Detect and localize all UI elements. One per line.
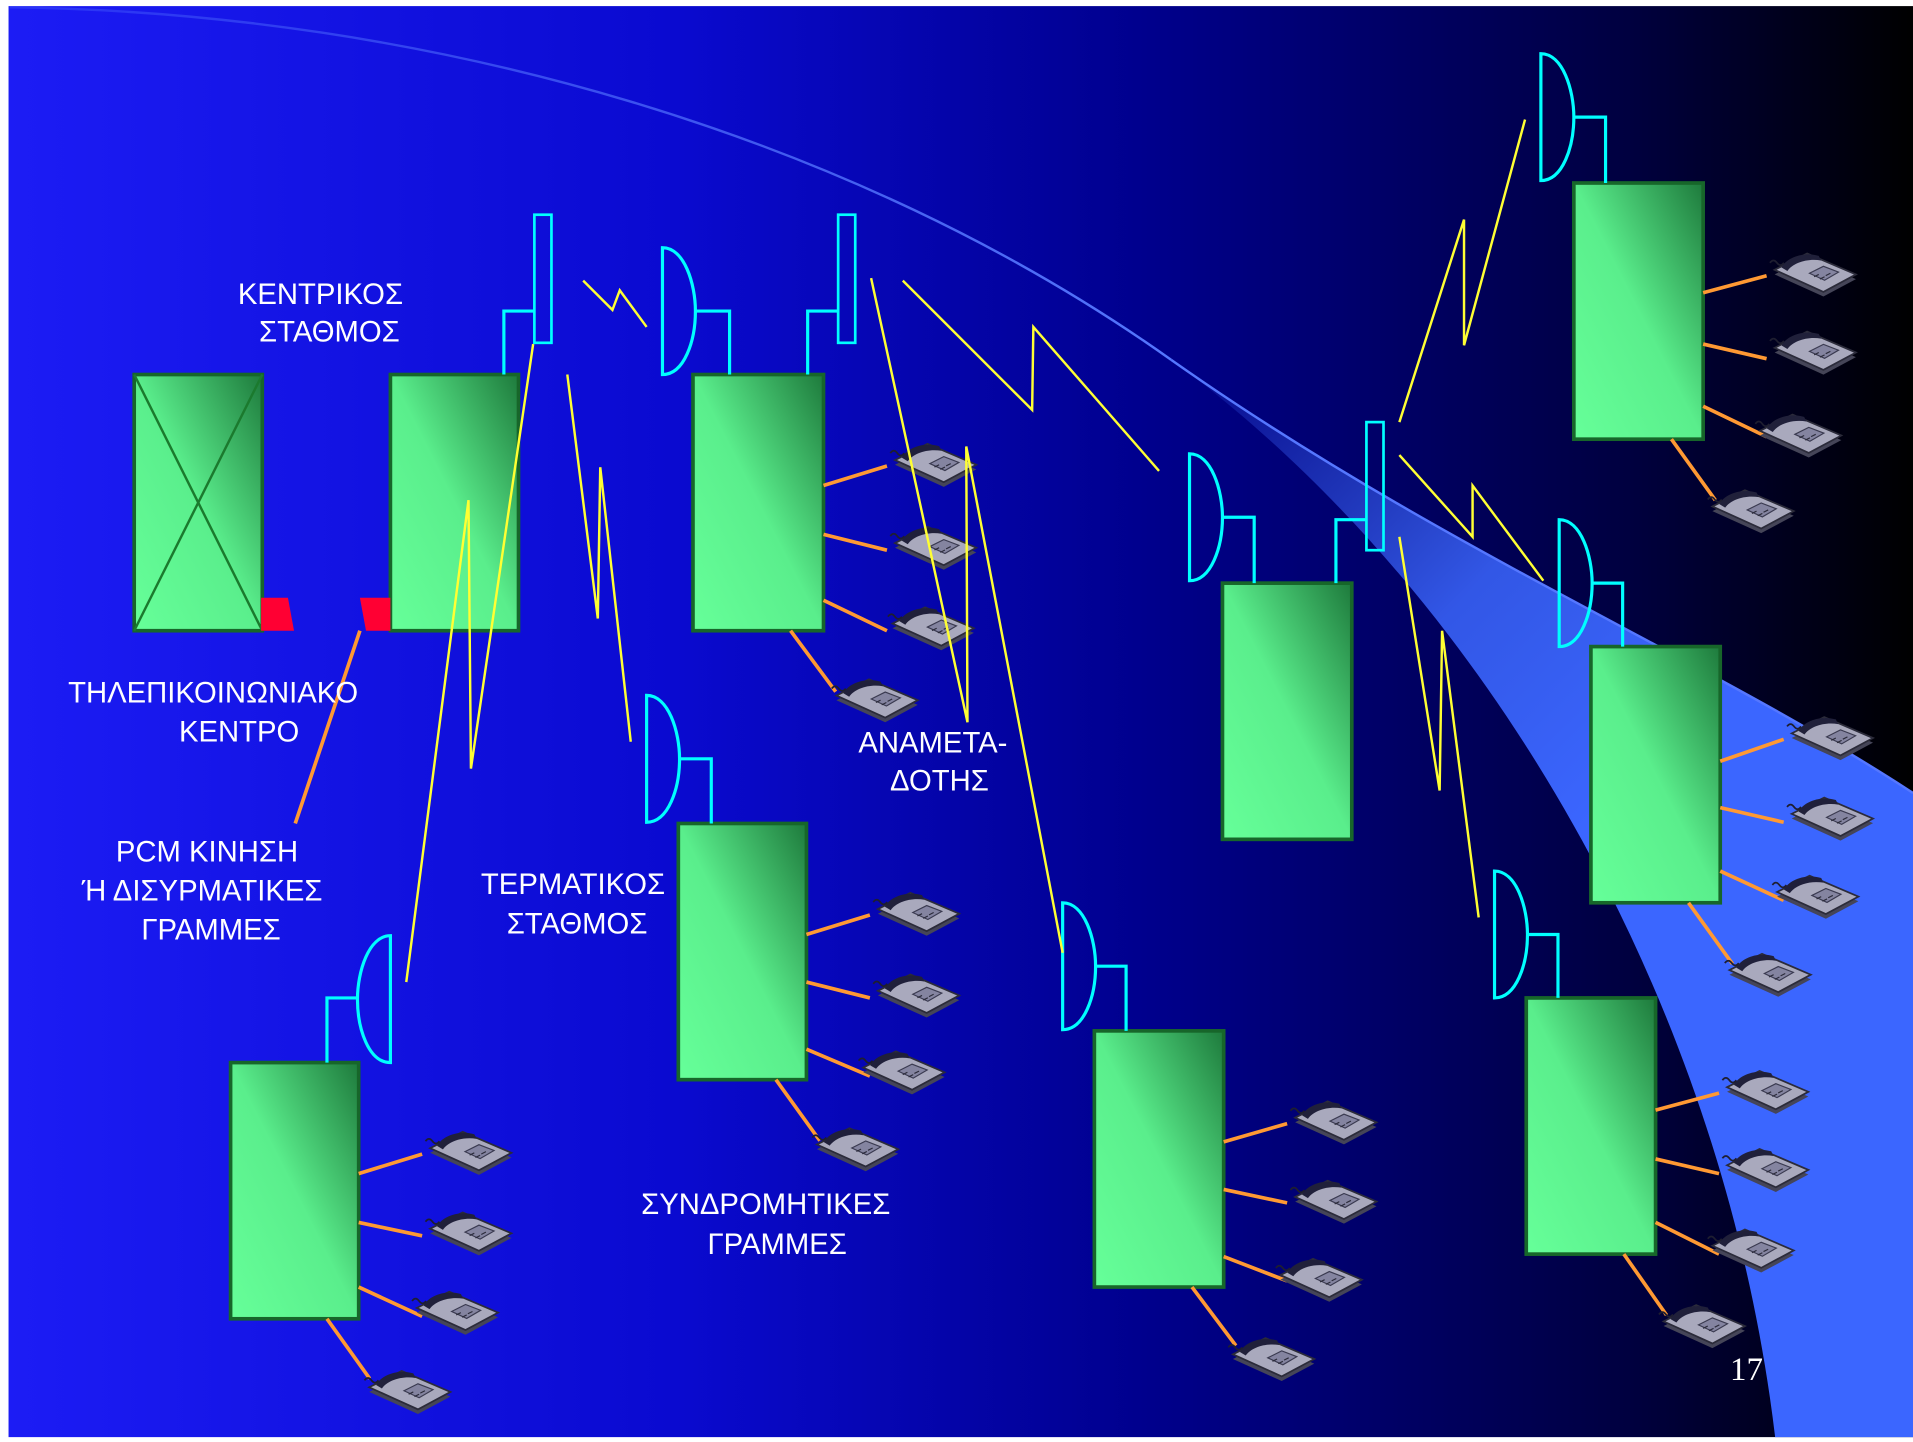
decorative-arc-band	[1171, 359, 1913, 1438]
radio-link	[566, 374, 632, 742]
subscriber-line	[1654, 1220, 1720, 1256]
station-box	[691, 372, 826, 633]
subscriber-line	[1719, 805, 1785, 825]
subscriber-station	[1539, 52, 1857, 535]
subscriber-line	[1190, 1285, 1238, 1347]
subscriber-lines-label: ΣΥΝΔΡΟΜΗΤΙΚΕΣ ΓΡΑΜΜΕΣ	[641, 1189, 898, 1261]
central-station-box	[388, 372, 521, 633]
station-box	[1524, 996, 1658, 1256]
central-station-label-line: ΣΤΑΘΜΟΣ	[259, 317, 400, 349]
antenna-feed	[679, 757, 713, 824]
radio-link	[582, 279, 648, 328]
terminal-station-label-line: ΤΕΡΜΑΤΙΚΟΣ	[481, 869, 665, 901]
subscriber-line	[1655, 1091, 1720, 1112]
repeater-label: ΑΝΑΜΕΤΑ- ΔΟΤΗΣ	[858, 728, 1015, 798]
pcm-lines-label: PCM ΚΙΝΗΣΗ Ή ΔΙΣΥΡΜΑΤΙΚΕΣ ΓΡΑΜΜΕΣ	[81, 836, 331, 946]
central-station-label-line: ΚΕΝΤΡΙΚΟΣ	[238, 279, 403, 311]
subscriber-line	[1702, 342, 1768, 361]
mast-antenna-icon	[836, 213, 857, 345]
subscriber-line	[358, 1152, 423, 1176]
subscriber-line	[805, 1047, 871, 1078]
exchange-label: ΤΗΛΕΠΙΚΟΙΝΩΝΙΑΚΟ ΚΕΝΤΡΟ	[68, 678, 366, 749]
subscriber-line	[1223, 1254, 1288, 1283]
subscriber-line	[1719, 737, 1785, 763]
pcm-lines-label-line: ΓΡΑΜΜΕΣ	[141, 914, 280, 946]
repeater-label-line: ΔΟΤΗΣ	[890, 766, 989, 798]
antenna-feed	[1222, 515, 1256, 584]
subscriber-lines-label-line: ΓΡΑΜΜΕΣ	[707, 1229, 846, 1261]
decorative-arc-line	[9, 6, 1172, 361]
pcm-line	[293, 630, 362, 825]
pcm-lines-label-line: Ή ΔΙΣΥΡΜΑΤΙΚΕΣ	[81, 875, 323, 907]
radio-link	[1398, 119, 1527, 423]
antenna-feed	[806, 309, 839, 375]
subscriber-line	[822, 598, 888, 633]
station-box	[1092, 1029, 1226, 1289]
antenna-feed	[325, 996, 358, 1063]
subscriber-line	[805, 913, 871, 937]
antenna-feed	[502, 309, 535, 375]
subscriber-station	[1557, 518, 1874, 998]
subscriber-line	[789, 629, 838, 693]
subscriber-station	[1061, 901, 1378, 1382]
page-number: 17	[1730, 1352, 1763, 1388]
mast-antenna-icon	[533, 213, 553, 345]
terminal-station-label: ΤΕΡΜΑΤΙΚΟΣ ΣΤΑΘΜΟΣ	[481, 869, 673, 940]
subscriber-line	[822, 464, 888, 488]
radio-link	[1398, 536, 1480, 918]
subscriber-station	[645, 693, 961, 1173]
antenna-feed	[1592, 581, 1625, 647]
repeater-label-line: ΑΝΑΜΕΤΑ-	[858, 728, 1007, 760]
relay-station	[1187, 420, 1385, 842]
pcm-lines-label-line: PCM ΚΙΝΗΣΗ	[116, 836, 298, 868]
dish-antenna-icon	[355, 934, 392, 1065]
station-box	[1220, 581, 1354, 842]
exchange	[132, 372, 295, 633]
subscriber-line	[1669, 438, 1717, 502]
subscriber-line	[1687, 901, 1734, 965]
exchange-label-line: ΤΗΛΕΠΙΚΟΙΝΩΝΙΑΚΟ	[68, 678, 358, 710]
subscriber-line	[1702, 404, 1768, 439]
exchange-cross-line	[133, 373, 264, 632]
subscriber-station	[1492, 869, 1810, 1350]
subscriber-line	[774, 1078, 822, 1142]
subscriber-station	[228, 934, 513, 1415]
terminal-station-label-line: ΣΤΑΘΜΟΣ	[507, 908, 648, 940]
radio-link	[405, 343, 535, 983]
radio-link	[869, 277, 1064, 954]
subscriber-lines-label-line: ΣΥΝΔΡΟΜΗΤΙΚΕΣ	[641, 1189, 890, 1221]
central-station-port-marker	[359, 597, 391, 631]
subscriber-line	[1702, 273, 1768, 295]
subscriber-line	[805, 980, 871, 1000]
radio-links	[405, 119, 1545, 983]
exchange-label-line: ΚΕΝΤΡΟ	[179, 717, 299, 749]
station-box	[676, 821, 809, 1082]
central-station-label: ΚΕΝΤΡΙΚΟΣ ΣΤΑΘΜΟΣ	[238, 279, 411, 349]
exchange-port-marker	[261, 597, 295, 631]
radio-link	[901, 279, 1160, 472]
subscriber-station	[660, 213, 978, 724]
station-box	[1589, 644, 1723, 905]
subscriber-line	[1655, 1157, 1720, 1176]
antenna-feed	[1334, 518, 1367, 584]
subscriber-line	[1719, 869, 1785, 902]
antenna-feed	[1095, 964, 1128, 1031]
subscriber-line	[325, 1317, 372, 1380]
antenna-feed	[1573, 115, 1608, 183]
subscriber-line	[1223, 1187, 1288, 1205]
subscriber-line	[358, 1220, 423, 1238]
station-box	[228, 1060, 361, 1321]
subscriber-line	[823, 532, 888, 552]
subscriber-line	[1622, 1253, 1669, 1317]
station-box	[1572, 181, 1705, 442]
antenna-feed	[1526, 932, 1560, 998]
antenna-feed	[695, 309, 732, 375]
subscriber-line	[1223, 1121, 1288, 1144]
mast-antenna-icon	[1365, 420, 1385, 552]
radio-link	[1398, 454, 1545, 582]
subscriber-line	[357, 1285, 423, 1319]
